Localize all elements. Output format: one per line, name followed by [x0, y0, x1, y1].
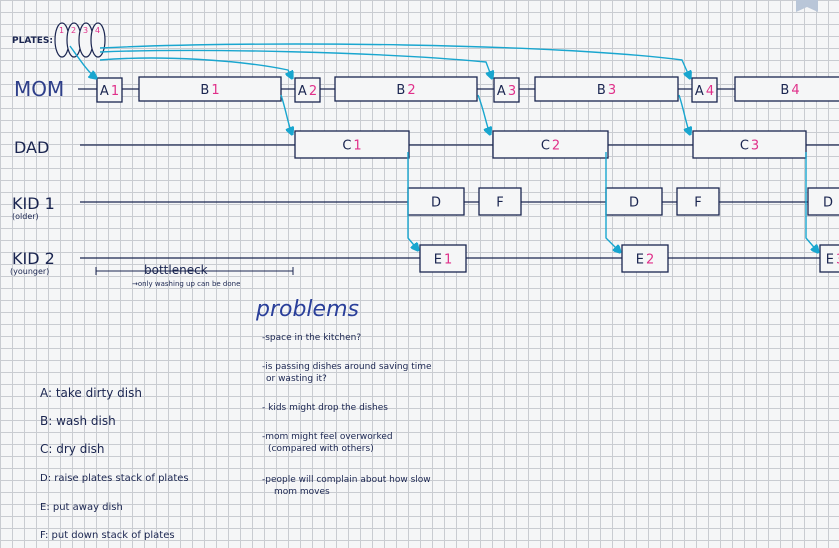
lane-label-kid1-sub: (older): [12, 212, 39, 221]
legend-item-b: B: wash dish: [40, 414, 116, 428]
flow-arrow: [805, 152, 818, 252]
task-box-d: D: [807, 187, 839, 216]
bottleneck-group: bottleneck →only washing up can be done: [95, 263, 294, 288]
task-box-f: F: [676, 187, 720, 216]
flow-arrow: [69, 45, 96, 78]
task-box-d: D: [605, 187, 663, 216]
problem-item: -mom might feel overworked: [262, 432, 393, 442]
lane-label-dad: DAD: [14, 138, 49, 157]
lane-label-kid2-sub: (younger): [10, 267, 49, 276]
flow-arrow: [407, 152, 418, 250]
problem-item: -people will complain about how slow: [262, 475, 431, 485]
legend-item-d: D: raise plates stack of plates: [40, 473, 189, 484]
flow-arrow: [99, 57, 292, 78]
bottleneck-label: bottleneck: [144, 263, 208, 277]
flow-arrow: [99, 43, 690, 78]
plate-number: 1: [59, 26, 64, 35]
plate-number: 3: [83, 26, 88, 35]
flow-arrow: [678, 94, 690, 134]
problem-item: - kids might drop the dishes: [262, 403, 388, 413]
legend-group: A: take dirty dish B: wash dish C: dry d…: [40, 386, 189, 541]
plate-number: 4: [95, 26, 100, 35]
legend-item-c: C: dry dish: [40, 442, 105, 456]
task-box-f: F: [478, 187, 522, 216]
problem-item: (compared with others): [268, 444, 374, 454]
problem-item: or wasting it?: [266, 374, 327, 384]
problem-item: -is passing dishes around saving time: [262, 362, 432, 372]
lane-labels: MOM DAD KID 1 (older) KID 2 (younger): [10, 77, 64, 276]
bottleneck-note: →only washing up can be done: [132, 280, 240, 288]
lane-label-kid1: KID 1: [12, 194, 55, 213]
task-label: E3: [826, 253, 839, 268]
flow-arrows: [69, 43, 818, 252]
bookmark-icon: [796, 0, 818, 12]
problems-title: problems: [255, 297, 359, 322]
legend-item-e: E: put away dish: [40, 502, 123, 513]
task-box-d: D: [407, 187, 465, 216]
plate-number: 2: [71, 26, 76, 35]
flow-arrow: [280, 94, 292, 134]
plates-label: PLATES:: [12, 36, 53, 46]
task-label: F: [694, 196, 701, 211]
task-label: D: [823, 196, 833, 211]
problems-group: problems -space in the kitchen? -is pass…: [255, 297, 432, 497]
lane-label-kid2: KID 2: [12, 249, 55, 268]
problem-item: mom moves: [274, 487, 330, 497]
task-label: F: [496, 196, 503, 211]
task-label: D: [629, 196, 639, 211]
lane-label-mom: MOM: [14, 77, 64, 101]
lane-lines: [78, 88, 839, 259]
flow-arrow: [477, 94, 490, 134]
flow-arrow: [605, 152, 620, 252]
task-label: D: [431, 196, 441, 211]
flow-arrow: [99, 49, 492, 78]
task-box-e3: E3: [819, 244, 839, 273]
legend-item-a: A: take dirty dish: [40, 386, 142, 400]
legend-item-f: F: put down stack of plates: [40, 530, 175, 541]
problem-item: -space in the kitchen?: [262, 333, 361, 343]
